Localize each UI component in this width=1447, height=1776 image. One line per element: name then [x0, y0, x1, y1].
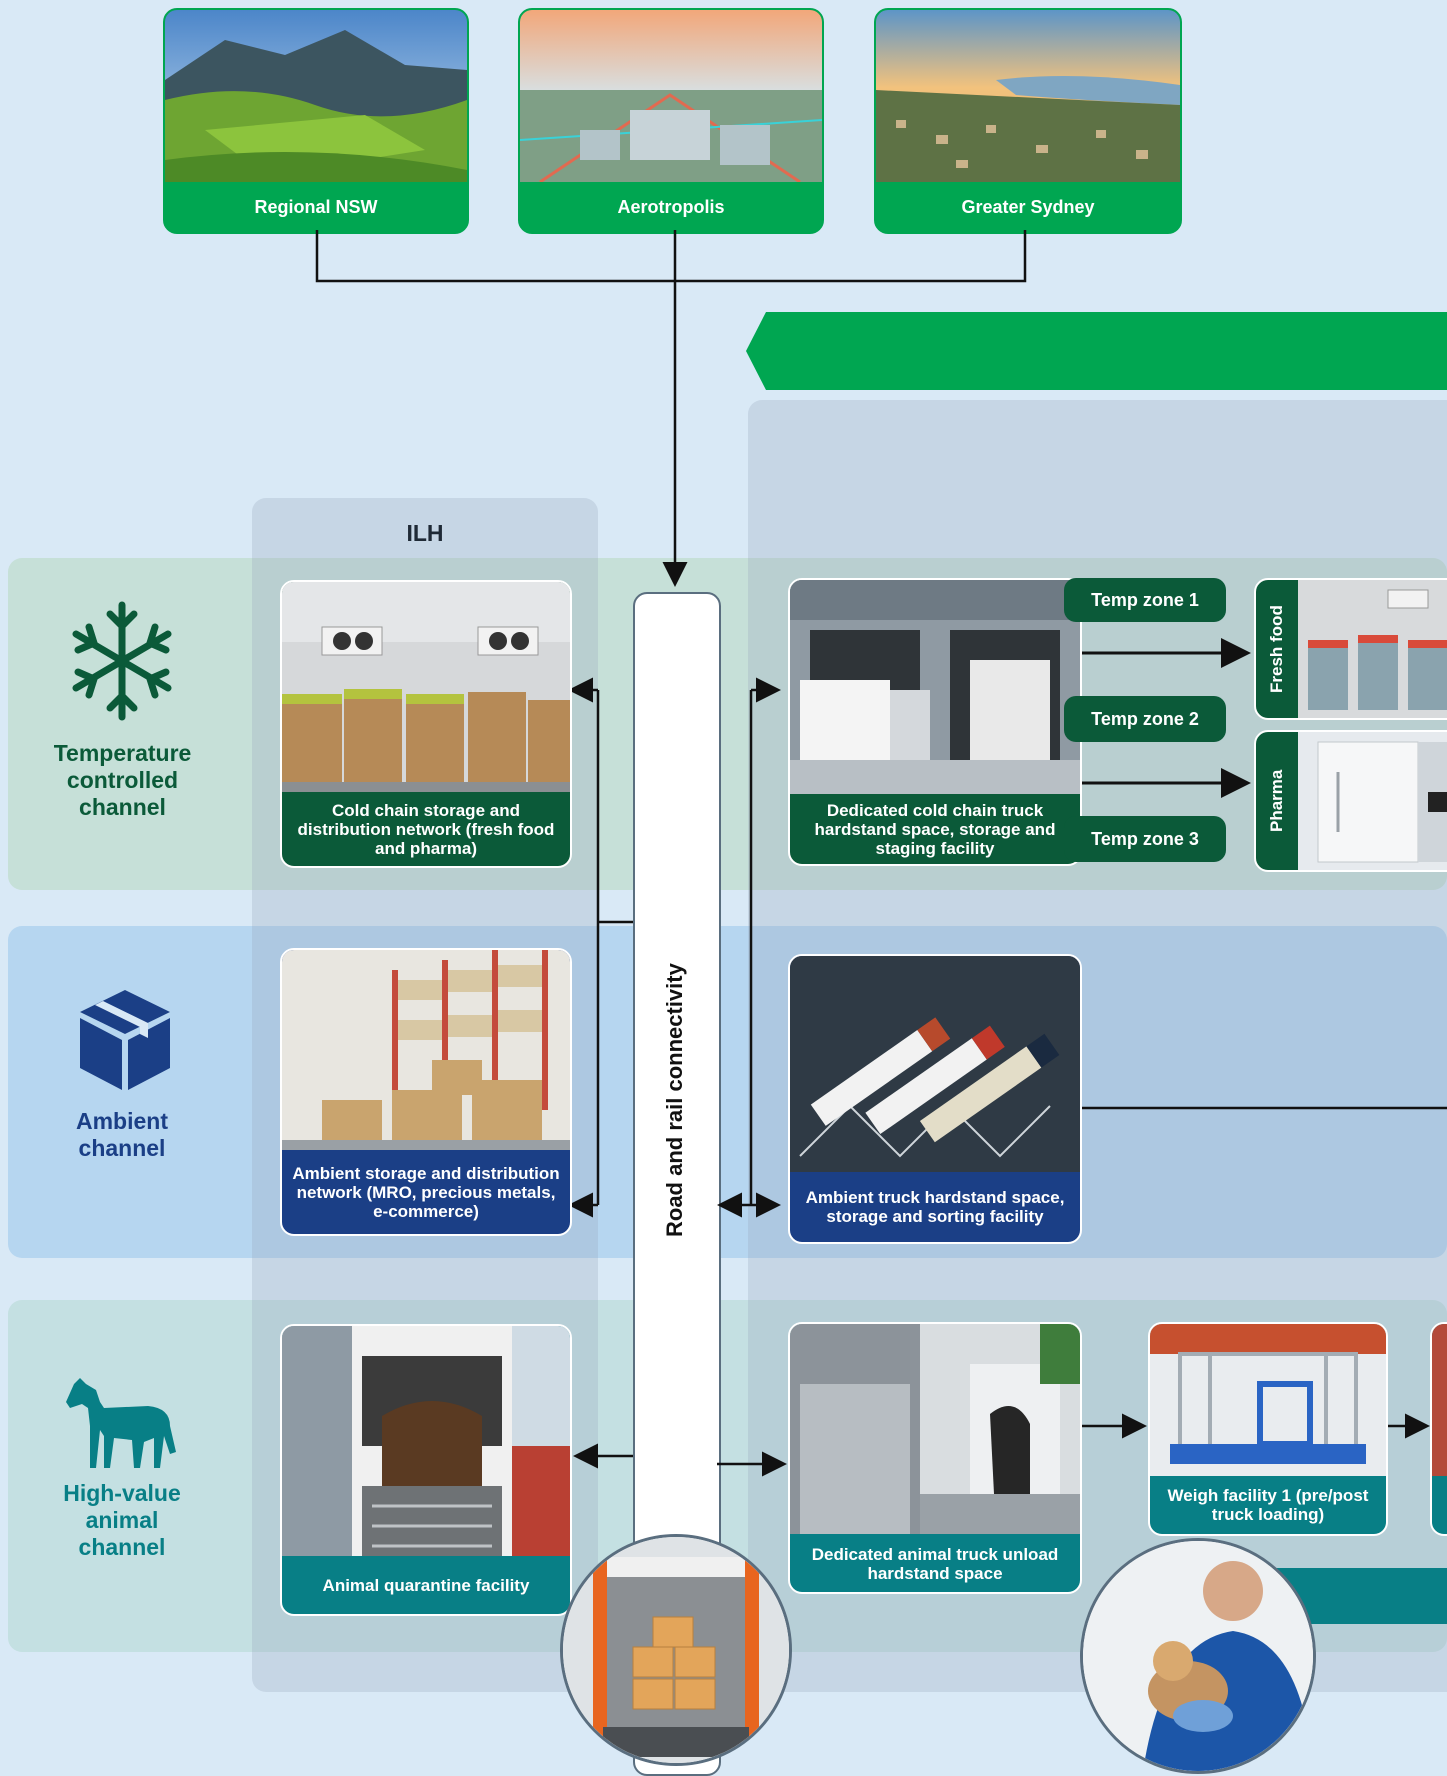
flow-arrows: [568, 638, 1447, 1477]
next-animal-facility-card[interactable]: [1430, 1322, 1447, 1536]
box-icon: [80, 990, 170, 1090]
ilh-heading: ILH: [406, 520, 444, 546]
greater-sydney-photo: [876, 10, 1180, 182]
fresh-food-photo: [1298, 580, 1447, 718]
ambient-storage-label: Ambient storage and distribution network…: [292, 1163, 560, 1221]
regional-nsw-photo: [165, 10, 467, 182]
horse-trailer-photo: [282, 1326, 570, 1556]
source-card-aerotropolis[interactable]: Aerotropolis: [518, 8, 824, 234]
pharma-label: Pharma: [1267, 769, 1286, 833]
precinct-banner: [746, 312, 1447, 390]
animal-truck-label: Dedicated animal truck unload hardstand …: [811, 1545, 1059, 1583]
vet-dog-circle-photo: [1080, 1538, 1316, 1774]
source-connectors: [315, 230, 1027, 587]
fresh-food-label: Fresh food: [1267, 605, 1286, 693]
weigh-facility-card[interactable]: Weigh facility 1 (pre/post truck loading…: [1148, 1322, 1388, 1536]
source-label: Greater Sydney: [961, 196, 1095, 217]
pharma-storage-card[interactable]: Pharma: [1254, 730, 1447, 872]
weigh-facility-label: Weigh facility 1 (pre/post truck loading…: [1167, 1486, 1369, 1524]
fresh-food-storage-card[interactable]: Fresh food: [1254, 578, 1447, 720]
weigh-scale-photo: [1150, 1324, 1386, 1476]
source-label: Regional NSW: [254, 196, 378, 217]
animal-truck-card[interactable]: Dedicated animal truck unload hardstand …: [788, 1322, 1082, 1594]
cold-truck-dock-photo: [790, 580, 1080, 794]
ambient-warehouse-photo: [282, 950, 570, 1150]
cold-storage-photo: [282, 582, 570, 792]
animal-quarantine-card[interactable]: Animal quarantine facility: [280, 1324, 572, 1616]
ambient-storage-card[interactable]: Ambient storage and distribution network…: [280, 948, 572, 1236]
source-card-regional-nsw[interactable]: Regional NSW: [163, 8, 469, 234]
temp-zone-3: Temp zone 3: [1064, 816, 1226, 862]
loading-truck-circle-photo: [560, 1534, 792, 1766]
ambient-truck-card[interactable]: Ambient truck hardstand space, storage a…: [788, 954, 1082, 1244]
snowflake-icon: [72, 601, 172, 721]
aerotropolis-photo: [520, 10, 822, 182]
horse-icon: [66, 1378, 176, 1468]
source-card-greater-sydney[interactable]: Greater Sydney: [874, 8, 1182, 234]
source-label: Aerotropolis: [617, 196, 725, 217]
temp-zone-2: Temp zone 2: [1064, 696, 1226, 742]
ambient-channel-title: Ambient channel: [76, 1108, 168, 1161]
horse-unload-photo: [790, 1324, 1080, 1534]
next-animal-facility-photo: [1432, 1324, 1447, 1476]
cold-chain-truck-label: Dedicated cold chain truck hardstand spa…: [814, 800, 1056, 858]
ambient-truck-label: Ambient truck hardstand space, storage a…: [805, 1188, 1065, 1226]
cold-chain-storage-card[interactable]: Cold chain storage and distribution netw…: [280, 580, 572, 868]
temp-zone-1: Temp zone 1: [1064, 578, 1226, 622]
trucks-aerial-photo: [790, 956, 1080, 1172]
temperature-channel-title: Temperature controlled channel: [53, 740, 192, 820]
cold-chain-truck-card[interactable]: Dedicated cold chain truck hardstand spa…: [788, 578, 1082, 866]
animal-channel-title: High-value animal channel: [63, 1480, 181, 1560]
animal-quarantine-label: Animal quarantine facility: [322, 1575, 530, 1595]
cold-chain-storage-label: Cold chain storage and distribution netw…: [297, 800, 555, 858]
pharma-photo: [1298, 732, 1447, 870]
